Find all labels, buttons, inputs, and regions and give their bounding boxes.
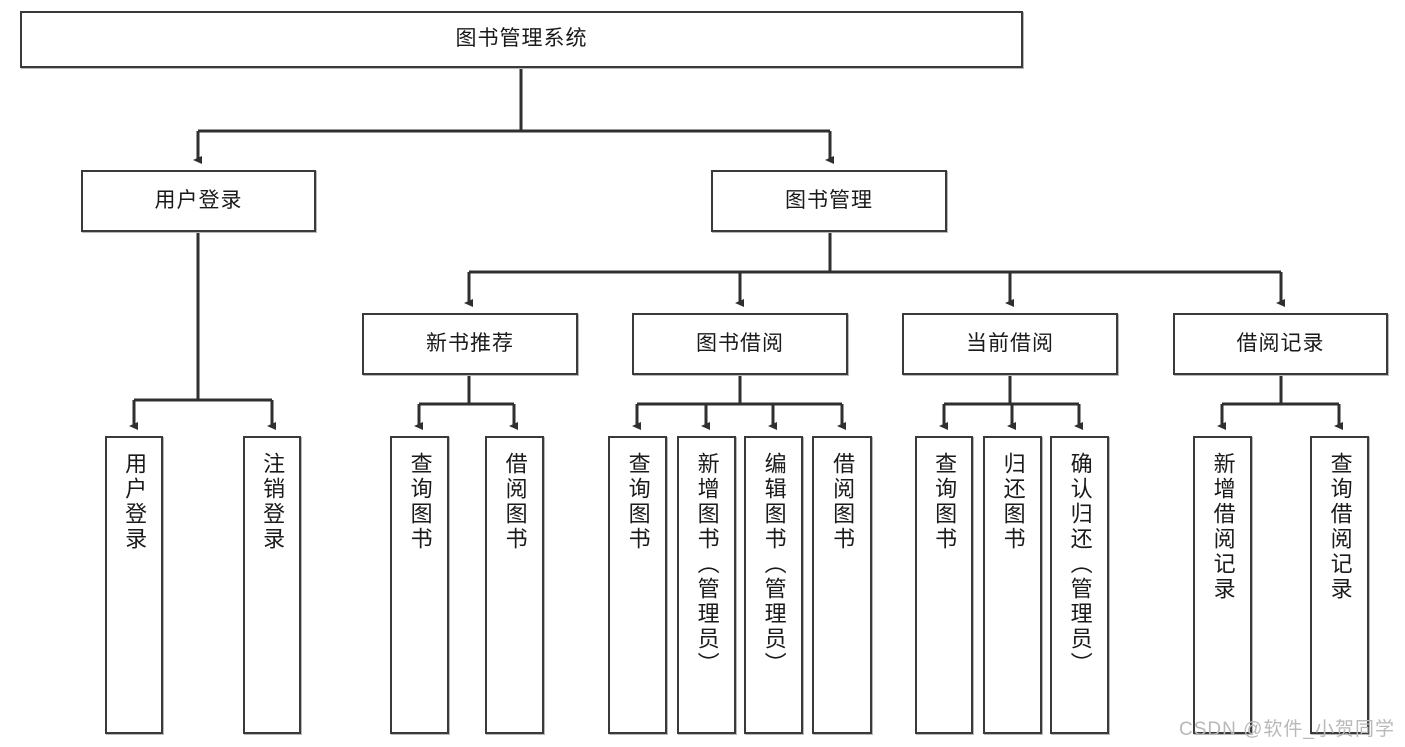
node-leaf-add-record-label: 新增借阅记录 bbox=[1210, 452, 1236, 602]
node-book-manage[interactable]: 图书管理 bbox=[711, 170, 947, 232]
node-leaf-user-logout-label: 注销登录 bbox=[260, 452, 286, 552]
node-current-borrow-label: 当前借阅 bbox=[966, 331, 1054, 355]
node-leaf-query-book-2-label: 查询图书 bbox=[625, 452, 651, 552]
node-new-book-recommend[interactable]: 新书推荐 bbox=[362, 313, 578, 375]
node-leaf-query-record-label: 查询借阅记录 bbox=[1327, 452, 1353, 602]
node-borrow-record[interactable]: 借阅记录 bbox=[1173, 313, 1388, 375]
node-root[interactable]: 图书管理系统 bbox=[20, 11, 1023, 68]
node-leaf-query-book-1[interactable]: 查询图书 bbox=[390, 436, 449, 734]
node-user-login-label: 用户登录 bbox=[154, 188, 243, 212]
node-leaf-query-record[interactable]: 查询借阅记录 bbox=[1310, 436, 1369, 734]
node-leaf-add-book-label: 新增图书（管理员） bbox=[694, 452, 720, 677]
watermark: CSDN @软件_小贺同学 bbox=[1179, 719, 1395, 740]
node-leaf-edit-book-label: 编辑图书（管理员） bbox=[761, 452, 787, 677]
node-leaf-return-book[interactable]: 归还图书 bbox=[983, 436, 1042, 734]
node-leaf-borrow-book-1[interactable]: 借阅图书 bbox=[485, 436, 544, 734]
node-user-login[interactable]: 用户登录 bbox=[81, 170, 316, 232]
node-leaf-query-book-2[interactable]: 查询图书 bbox=[608, 436, 667, 734]
node-leaf-confirm-return[interactable]: 确认归还（管理员） bbox=[1050, 436, 1109, 734]
node-leaf-add-book[interactable]: 新增图书（管理员） bbox=[677, 436, 736, 734]
node-current-borrow[interactable]: 当前借阅 bbox=[902, 313, 1118, 375]
node-borrow-record-label: 借阅记录 bbox=[1236, 331, 1325, 355]
node-leaf-borrow-book-2-label: 借阅图书 bbox=[830, 452, 856, 552]
node-leaf-edit-book[interactable]: 编辑图书（管理员） bbox=[744, 436, 803, 734]
node-leaf-user-login[interactable]: 用户登录 bbox=[105, 436, 163, 734]
node-leaf-user-login-label: 用户登录 bbox=[122, 452, 148, 552]
node-root-label: 图书管理系统 bbox=[455, 27, 588, 51]
node-leaf-add-record[interactable]: 新增借阅记录 bbox=[1193, 436, 1252, 734]
node-book-borrow-label: 图书借阅 bbox=[696, 331, 784, 355]
node-book-manage-label: 图书管理 bbox=[785, 188, 873, 212]
node-leaf-query-book-3-label: 查询图书 bbox=[932, 452, 958, 552]
node-leaf-borrow-book-2[interactable]: 借阅图书 bbox=[812, 436, 872, 734]
node-new-book-recommend-label: 新书推荐 bbox=[426, 331, 514, 355]
node-leaf-query-book-3[interactable]: 查询图书 bbox=[915, 436, 973, 734]
node-leaf-confirm-return-label: 确认归还（管理员） bbox=[1067, 452, 1093, 677]
node-leaf-borrow-book-1-label: 借阅图书 bbox=[502, 452, 528, 552]
node-leaf-return-book-label: 归还图书 bbox=[1000, 452, 1026, 552]
node-leaf-query-book-1-label: 查询图书 bbox=[407, 452, 433, 552]
node-book-borrow[interactable]: 图书借阅 bbox=[632, 313, 848, 375]
node-leaf-user-logout[interactable]: 注销登录 bbox=[243, 436, 301, 734]
